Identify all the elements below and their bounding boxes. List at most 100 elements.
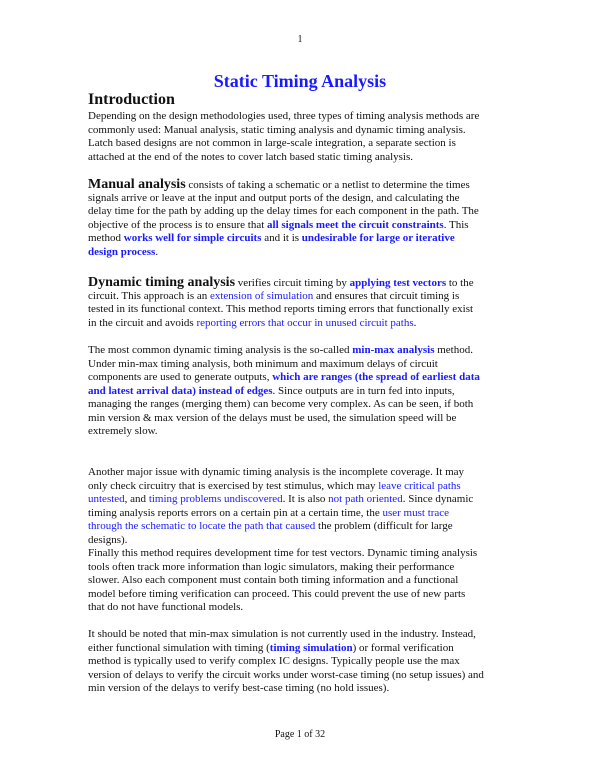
text-run: slower. Also each component must contain… — [88, 574, 459, 586]
text-run: . This — [443, 218, 469, 231]
text-run: objective of the process is to ensure th… — [88, 218, 268, 231]
text-line: that do not have functional models. — [88, 601, 477, 615]
text-run: either functional simulation with timing… — [88, 641, 270, 654]
run-in-heading: Manual analysis — [88, 177, 186, 192]
text-run: only check circuitry that is exercised b… — [88, 479, 379, 492]
text-run: It should be noted that min-max simulati… — [88, 628, 476, 640]
text-line: timing analysis reports errors on a cert… — [88, 507, 473, 521]
paragraph: Another major issue with dynamic timing … — [88, 466, 473, 547]
text-line: only check circuitry that is exercised b… — [88, 480, 473, 494]
text-run: method. — [434, 344, 473, 356]
text-run: method is typically used to verify compl… — [88, 655, 460, 667]
text-line: It should be noted that min-max simulati… — [88, 628, 484, 642]
text-run: and it is — [261, 232, 302, 244]
text-run: version of delays to verify the circuit … — [88, 668, 484, 681]
text-line: either functional simulation with timing… — [88, 642, 484, 656]
text-run: to the — [446, 277, 474, 289]
text-run: attached at the end of the notes to cove… — [88, 150, 414, 163]
text-run: tested in its functional context. This m… — [88, 303, 474, 315]
text-line: min version & max version of the delays … — [88, 412, 480, 426]
text-line: and latest arrival data) instead of edge… — [88, 385, 480, 399]
highlighted-text: timing problems undiscovered — [148, 493, 283, 505]
text-line: managing the ranges (merging them) can b… — [88, 398, 480, 412]
paragraph: Depending on the design methodologies us… — [88, 110, 479, 164]
highlighted-text: extension of simulation — [209, 289, 314, 302]
highlighted-text: leave critical paths — [378, 479, 461, 492]
page-number: 1 — [297, 34, 303, 45]
highlighted-text: untested — [88, 493, 125, 505]
text-run: designs). — [88, 533, 128, 546]
text-run: components are used to generate outputs, — [88, 371, 273, 383]
bold-highlighted-text: timing simulation — [269, 641, 353, 654]
paragraph: Manual analysis consists of taking a sch… — [88, 178, 479, 259]
text-run: timing analysis reports errors on a cert… — [88, 506, 383, 519]
text-line: components are used to generate outputs,… — [88, 371, 480, 385]
bold-highlighted-text: design process — [88, 245, 156, 258]
highlighted-text: not path oriented — [328, 493, 403, 505]
text-run: . It is also — [282, 493, 329, 505]
text-run: min version & max version of the delays … — [88, 411, 457, 424]
text-line: The most common dynamic timing analysis … — [88, 344, 480, 358]
text-run: . Since outputs are in turn fed into inp… — [272, 384, 455, 397]
text-line: untested, and timing problems undiscover… — [88, 493, 473, 507]
text-line: attached at the end of the notes to cove… — [88, 151, 479, 165]
run-in-heading: Dynamic timing analysis — [88, 275, 236, 290]
bold-highlighted-text: min-max analysis — [352, 344, 435, 356]
text-run: model before timing verification can pro… — [88, 587, 466, 600]
bold-highlighted-text: works well for simple circuits — [123, 232, 262, 244]
text-run: tools often track more information than … — [88, 560, 455, 573]
text-run: . Since dynamic — [402, 493, 474, 505]
text-line: Manual analysis consists of taking a sch… — [88, 178, 479, 192]
text-run: Latch based designs are not common in la… — [88, 137, 456, 149]
text-run: Depending on the design methodologies us… — [88, 110, 480, 122]
document-title: Static Timing Analysis — [213, 71, 387, 91]
text-line: signals arrive or leave at the input and… — [88, 192, 479, 206]
text-run: managing the ranges (merging them) can b… — [88, 398, 474, 410]
text-line: design process. — [88, 246, 479, 260]
page-footer: Page 1 of 32 — [274, 729, 326, 740]
text-run: in the circuit and avoids — [88, 316, 197, 329]
text-run: Under min-max timing analysis, both mini… — [88, 357, 438, 370]
text-line: model before timing verification can pro… — [88, 588, 477, 602]
text-line: method is typically used to verify compl… — [88, 655, 484, 669]
highlighted-text: reporting errors that occur in unused ci… — [196, 316, 414, 329]
text-run: Finally this method requires development… — [88, 547, 478, 559]
text-run: signals arrive or leave at the input and… — [88, 191, 460, 204]
text-run: Another major issue with dynamic timing … — [88, 466, 465, 478]
text-run: consists of taking a schematic or a netl… — [185, 179, 470, 191]
text-line: Latch based designs are not common in la… — [88, 137, 479, 151]
text-run: commonly used: Manual analysis, static t… — [88, 123, 466, 136]
bold-highlighted-text: which are ranges (the spread of earliest… — [272, 371, 480, 383]
paragraph: Finally this method requires development… — [88, 547, 477, 615]
text-line: in the circuit and avoids reporting erro… — [88, 317, 474, 331]
text-run: , and — [124, 493, 149, 505]
text-line: Dynamic timing analysis verifies circuit… — [88, 276, 474, 290]
section-heading-introduction: Introduction — [88, 91, 175, 108]
text-line: commonly used: Manual analysis, static t… — [88, 124, 479, 138]
paragraph: Dynamic timing analysis verifies circuit… — [88, 276, 474, 330]
text-line: tested in its functional context. This m… — [88, 303, 474, 317]
text-line: through the schematic to locate the path… — [88, 520, 473, 534]
bold-highlighted-text: undesirable for large or iterative — [301, 232, 455, 244]
text-line: delay time for the path by adding up the… — [88, 205, 479, 219]
bold-highlighted-text: all signals meet the circuit constraints — [267, 218, 444, 231]
text-run: the problem (difficult for large — [315, 520, 453, 532]
text-line: designs). — [88, 534, 473, 548]
text-line: extremely slow. — [88, 425, 480, 439]
text-run: . — [413, 316, 417, 329]
highlighted-text: user must trace — [382, 506, 450, 519]
text-line: circuit. This approach is an extension o… — [88, 290, 474, 304]
text-run: delay time for the path by adding up the… — [88, 205, 479, 217]
bold-highlighted-text: applying test vectors — [349, 277, 447, 289]
text-run: that do not have functional models. — [88, 601, 244, 613]
text-run: method — [88, 232, 124, 244]
bold-highlighted-text: and latest arrival data) instead of edge… — [88, 384, 273, 397]
highlighted-text: through the schematic to locate the path… — [88, 520, 316, 532]
text-line: Depending on the design methodologies us… — [88, 110, 479, 124]
text-line: version of delays to verify the circuit … — [88, 669, 484, 683]
paragraph: The most common dynamic timing analysis … — [88, 344, 480, 439]
text-line: Under min-max timing analysis, both mini… — [88, 358, 480, 372]
text-line: slower. Also each component must contain… — [88, 574, 477, 588]
text-run: extremely slow. — [88, 425, 158, 437]
text-run: circuit. This approach is an — [88, 289, 210, 302]
